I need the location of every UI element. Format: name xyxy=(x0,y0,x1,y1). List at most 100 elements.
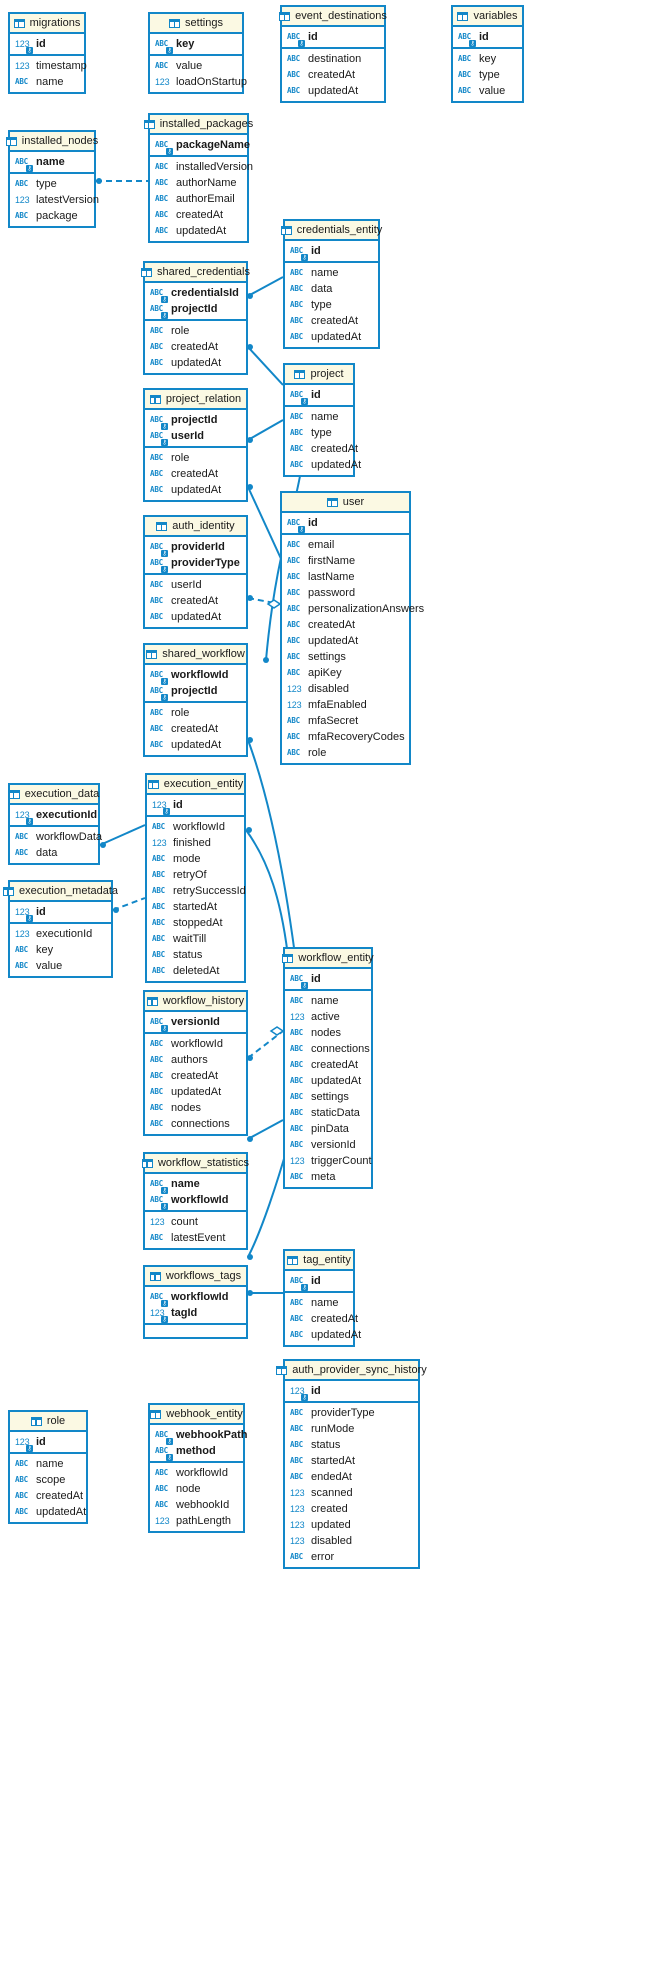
entity-title-installed_packages[interactable]: installed_packages xyxy=(143,115,253,133)
entity-title-auth_identity[interactable]: auth_identity xyxy=(145,517,246,535)
pk-column-providerId[interactable]: ABC⚷providerId xyxy=(145,539,246,557)
pk-column-versionId[interactable]: ABC⚷versionId xyxy=(145,1014,246,1032)
entity-title-settings[interactable]: settings xyxy=(150,14,242,32)
pk-column-id[interactable]: 123⚷id xyxy=(10,36,84,54)
entity-title-workflow_history[interactable]: workflow_history xyxy=(145,992,246,1010)
pk-column-id[interactable]: 123⚷id xyxy=(10,1434,86,1452)
pk-column-projectId[interactable]: ABC⚷projectId xyxy=(145,683,246,701)
pk-column-projectId[interactable]: ABC⚷projectId xyxy=(145,301,246,319)
pk-column-credentialsId[interactable]: ABC⚷credentialsId xyxy=(145,285,246,303)
entity-title-credentials_entity[interactable]: credentials_entity xyxy=(280,221,382,239)
entity-title-variables[interactable]: variables xyxy=(453,7,522,25)
entity-title-webhook_entity[interactable]: webhook_entity xyxy=(150,1405,243,1423)
pk-column-userId[interactable]: ABC⚷userId xyxy=(145,428,246,446)
entity-title-project[interactable]: project xyxy=(285,365,353,383)
entity-title-execution_data[interactable]: execution_data xyxy=(8,785,99,803)
pk-column-id[interactable]: ABC⚷id xyxy=(285,387,353,405)
pk-column-id[interactable]: 123⚷id xyxy=(10,904,111,922)
entity-title-auth_provider_sync_history[interactable]: auth_provider_sync_history xyxy=(276,1361,427,1379)
pk-column-method[interactable]: ABC⚷method xyxy=(150,1443,243,1461)
entity-title-tag_entity[interactable]: tag_entity xyxy=(285,1251,353,1269)
